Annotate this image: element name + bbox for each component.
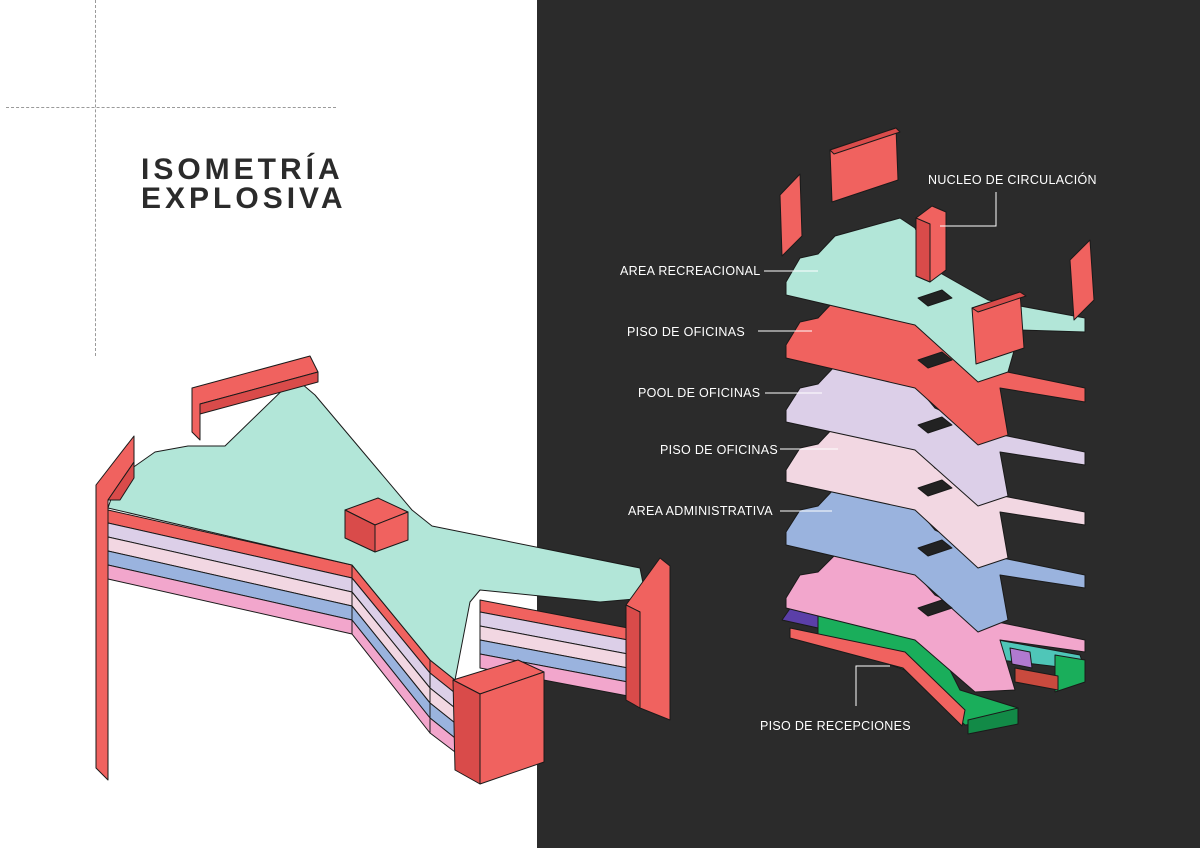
label-piso-oficinas-2: PISO DE OFICINAS bbox=[660, 443, 778, 457]
floating-wall-top-side bbox=[829, 127, 901, 155]
reception-pink-block bbox=[1009, 647, 1033, 669]
core-tower-front bbox=[915, 217, 931, 283]
core-opening-4 bbox=[917, 479, 953, 497]
leader-lines bbox=[758, 192, 997, 706]
left-end-wall-side bbox=[107, 461, 135, 501]
label-area-administrativa: AREA ADMINISTRATIVA bbox=[628, 504, 773, 518]
label-piso-recepciones: PISO DE RECEPCIONES bbox=[760, 719, 911, 733]
label-nucleo-circulacion: NUCLEO DE CIRCULACIÓN bbox=[928, 172, 1097, 187]
core-opening-5 bbox=[917, 539, 953, 557]
dashed-guide-horizontal bbox=[6, 107, 336, 108]
leader-nucleo bbox=[940, 192, 997, 227]
core-opening-3 bbox=[917, 416, 953, 434]
reception-red-block bbox=[1014, 667, 1059, 691]
floor-pink bbox=[785, 554, 1086, 693]
reception-dark-green bbox=[967, 707, 1019, 735]
dashed-guide-vertical bbox=[95, 0, 96, 356]
leader-recepciones bbox=[855, 665, 890, 706]
page-title-line-2: EXPLOSIVA bbox=[141, 182, 347, 215]
reception-red-edge bbox=[789, 627, 966, 727]
front-wall-right bbox=[479, 671, 545, 785]
core-opening-1 bbox=[917, 289, 953, 307]
core-opening-6 bbox=[917, 599, 953, 617]
floating-wall-left bbox=[779, 173, 803, 257]
roof-core-right bbox=[374, 511, 409, 553]
floor-lightpink bbox=[785, 425, 1086, 569]
front-wall-face bbox=[452, 679, 481, 785]
assembled-building bbox=[95, 355, 671, 785]
reception-green-end bbox=[1054, 654, 1086, 693]
label-piso-oficinas-1: PISO DE OFICINAS bbox=[627, 325, 745, 339]
floating-wall-right-small bbox=[1069, 239, 1095, 321]
right-end-wall-front bbox=[625, 604, 641, 709]
floor-lavender bbox=[785, 365, 1086, 507]
floating-wall-right-top bbox=[971, 291, 1027, 313]
label-area-recreacional: AREA RECREACIONAL bbox=[620, 264, 761, 278]
floor-red bbox=[785, 299, 1086, 446]
page-title-line-1: ISOMETRÍA bbox=[141, 153, 344, 186]
exploded-floors bbox=[779, 127, 1095, 735]
label-pool-oficinas: POOL DE OFICINAS bbox=[638, 386, 760, 400]
core-opening-2 bbox=[917, 351, 953, 369]
back-top-wall-face bbox=[199, 371, 319, 415]
